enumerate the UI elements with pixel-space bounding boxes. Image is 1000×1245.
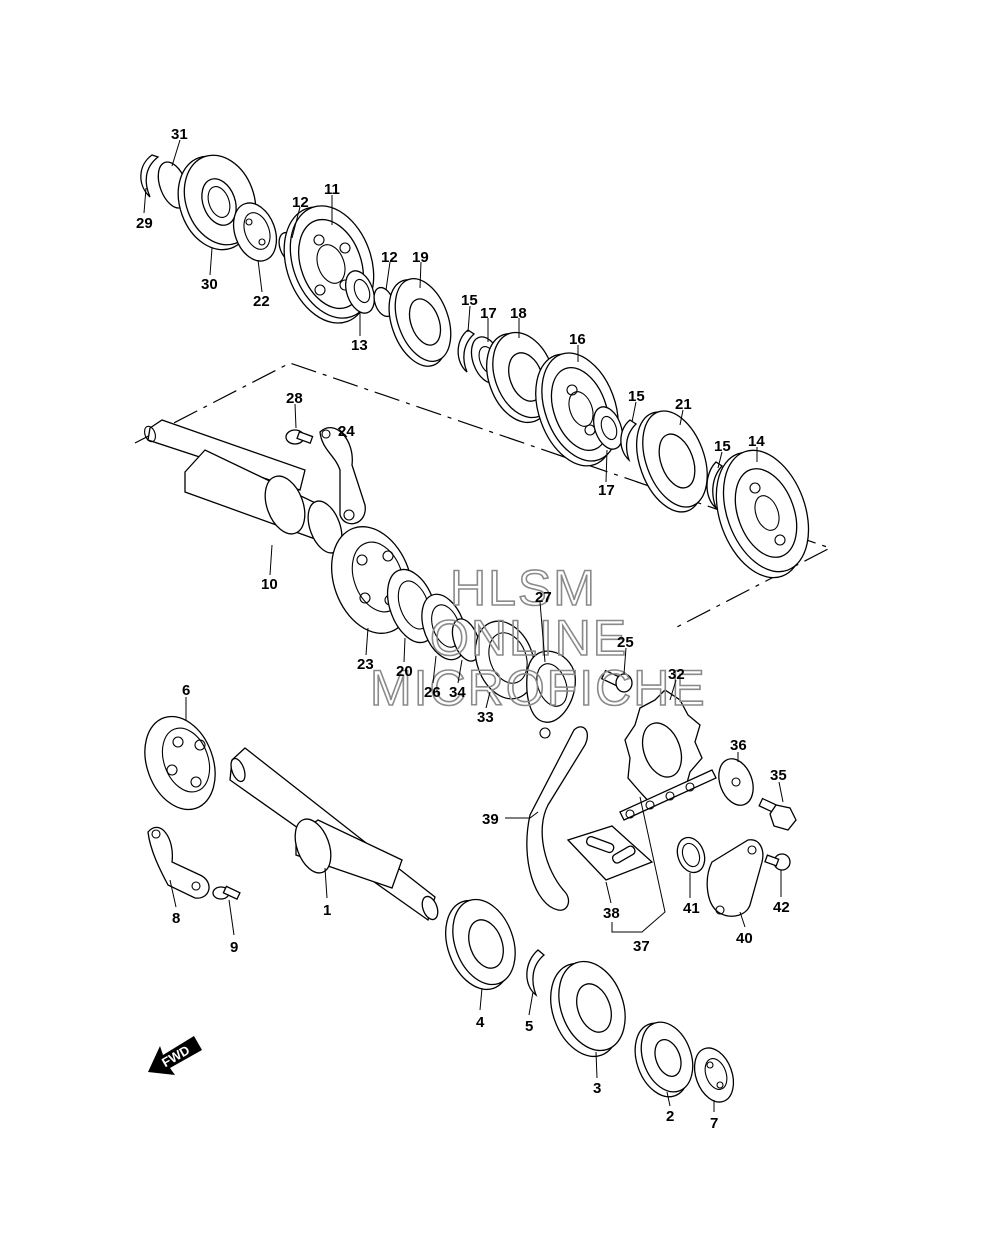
part-16-gear[interactable] — [521, 342, 632, 476]
part-15-circlip-b[interactable] — [620, 419, 638, 463]
part-4-gear[interactable] — [434, 891, 526, 999]
part-40-cover[interactable] — [706, 839, 764, 917]
part-6-bearing[interactable] — [133, 707, 228, 820]
part-39-shift-lever[interactable] — [526, 726, 589, 911]
part-28-screw[interactable] — [285, 429, 314, 445]
watermark-line-2: ONLINE — [430, 610, 628, 666]
label-19[interactable]: 19 — [412, 249, 429, 266]
label-8[interactable]: 8 — [172, 910, 180, 927]
label-29[interactable]: 29 — [136, 215, 153, 232]
part-5-circlip[interactable] — [526, 949, 546, 997]
countershaft-assembly-outline — [134, 362, 832, 629]
label-26[interactable]: 26 — [424, 684, 441, 701]
part-22-bearing[interactable] — [226, 197, 284, 267]
label-10[interactable]: 10 — [261, 576, 278, 593]
label-24[interactable]: 24 — [338, 423, 355, 440]
label-7[interactable]: 7 — [710, 1115, 718, 1132]
part-2-gear[interactable] — [626, 1015, 702, 1104]
label-40[interactable]: 40 — [736, 930, 753, 947]
label-38[interactable]: 38 — [603, 905, 620, 922]
label-28[interactable]: 28 — [286, 390, 303, 407]
label-27[interactable]: 27 — [535, 589, 552, 606]
label-4[interactable]: 4 — [476, 1014, 485, 1031]
label-30[interactable]: 30 — [201, 276, 218, 293]
label-13[interactable]: 13 — [351, 337, 368, 354]
label-31[interactable]: 31 — [171, 126, 188, 143]
label-3[interactable]: 3 — [593, 1080, 601, 1097]
watermark-line-1: HLSM — [450, 560, 597, 616]
part-14-gear[interactable] — [700, 438, 824, 589]
part-41-o-ring[interactable] — [673, 834, 710, 877]
label-14[interactable]: 14 — [748, 433, 765, 450]
label-1[interactable]: 1 — [323, 902, 331, 919]
label-12-b[interactable]: 12 — [381, 249, 398, 266]
label-15-b[interactable]: 15 — [628, 388, 645, 405]
part-15-circlip-a[interactable] — [457, 329, 476, 373]
label-20[interactable]: 20 — [396, 663, 413, 680]
part-29-circlip[interactable] — [140, 154, 160, 198]
label-34[interactable]: 34 — [449, 684, 466, 701]
part-15-circlip-c[interactable] — [706, 461, 723, 511]
part-9-screw[interactable] — [212, 885, 241, 900]
label-39[interactable]: 39 — [482, 811, 499, 828]
label-37[interactable]: 37 — [633, 938, 650, 955]
part-8-bearing-retainer[interactable] — [147, 826, 210, 899]
fwd-arrow-icon: FWD — [148, 1036, 202, 1075]
part-7-bearing[interactable] — [688, 1043, 741, 1108]
label-41[interactable]: 41 — [683, 900, 700, 917]
label-21[interactable]: 21 — [675, 396, 692, 413]
leader-lines — [143, 139, 784, 1112]
label-5[interactable]: 5 — [525, 1018, 533, 1035]
part-13-needle-bearing[interactable] — [340, 267, 379, 317]
label-35[interactable]: 35 — [770, 767, 787, 784]
watermark: HLSM ONLINE MICROFICHE — [369, 559, 707, 717]
watermark-line-3: MICROFICHE — [370, 660, 707, 716]
part-11-gear[interactable] — [269, 194, 389, 335]
label-25[interactable]: 25 — [617, 634, 634, 651]
part-38-chain-joint[interactable] — [566, 825, 654, 881]
part-34-spacer[interactable] — [447, 615, 485, 665]
label-36[interactable]: 36 — [730, 737, 747, 754]
label-9[interactable]: 9 — [230, 939, 238, 956]
part-10-countershaft[interactable] — [143, 419, 349, 558]
part-35-bolt[interactable] — [758, 797, 797, 831]
part-24-bearing-retainer[interactable] — [319, 426, 366, 525]
part-25-bolt[interactable] — [600, 669, 633, 693]
label-6[interactable]: 6 — [182, 682, 190, 699]
part-3-gear[interactable] — [539, 952, 637, 1066]
part-27-gasket[interactable] — [526, 650, 576, 739]
part-32-drive-sprocket[interactable] — [624, 689, 703, 806]
part-42-bolt[interactable] — [764, 853, 791, 871]
part-21-gear[interactable] — [624, 402, 719, 521]
label-42[interactable]: 42 — [773, 899, 790, 916]
label-33[interactable]: 33 — [477, 709, 494, 726]
label-17-b[interactable]: 17 — [598, 482, 615, 499]
label-15-a[interactable]: 15 — [461, 292, 478, 309]
label-17-a[interactable]: 17 — [480, 305, 497, 322]
part-number-labels: 31 29 30 22 12 11 12 19 13 15 17 18 16 1… — [136, 126, 790, 1132]
part-1-main-shaft[interactable] — [228, 747, 440, 922]
label-16[interactable]: 16 — [569, 331, 586, 348]
label-22[interactable]: 22 — [253, 293, 270, 310]
label-12-a[interactable]: 12 — [292, 194, 309, 211]
part-19-gear[interactable] — [378, 271, 461, 374]
label-11[interactable]: 11 — [324, 181, 340, 198]
part-37-drive-chain[interactable] — [619, 769, 717, 821]
label-2[interactable]: 2 — [666, 1108, 674, 1125]
label-15-c[interactable]: 15 — [714, 438, 731, 455]
part-33-cover[interactable] — [465, 613, 545, 707]
part-36-washer[interactable] — [713, 754, 759, 810]
label-32[interactable]: 32 — [668, 666, 685, 683]
part-17-washer-b[interactable] — [588, 403, 627, 453]
label-23[interactable]: 23 — [357, 656, 374, 673]
label-18[interactable]: 18 — [510, 305, 527, 322]
